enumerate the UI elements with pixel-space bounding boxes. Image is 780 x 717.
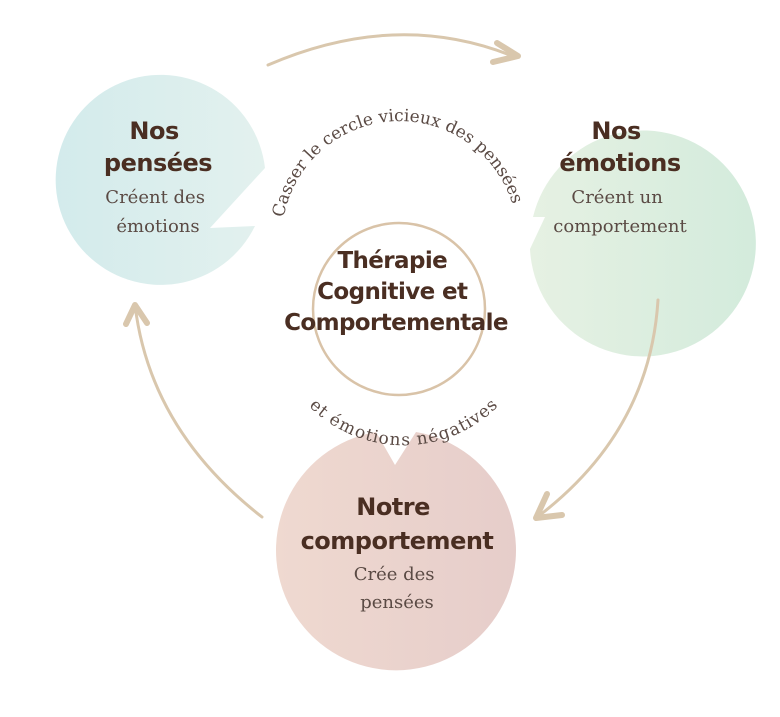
arrow-emotions-to-behavior xyxy=(533,298,660,521)
ring-top-text: Casser le cercle vicieux des pensées xyxy=(269,106,527,219)
node-behavior-bubble xyxy=(276,432,517,671)
svg-text:Nos pensées: Nos pensées xyxy=(104,117,212,177)
node-emotions: Nos émotions Créent un comportement xyxy=(530,117,756,357)
node-thoughts-subtitle-line1: Créent des xyxy=(105,187,205,208)
node-thoughts: Nos pensées Créent des émotions xyxy=(55,74,265,285)
center-ring xyxy=(311,221,487,397)
svg-text:Nos émotions: Nos émotions xyxy=(559,117,681,177)
node-behavior-subtitle-line2: pensées xyxy=(360,592,434,613)
center-title-line2: Cognitive et xyxy=(317,279,468,305)
node-emotions-title-line2: émotions xyxy=(559,149,681,177)
node-behavior-title-line1: Notre xyxy=(356,493,430,521)
node-emotions-bubble xyxy=(530,130,756,357)
node-thoughts-title-line1: Nos xyxy=(129,117,179,145)
svg-text:Crée des pensées: Crée des pensées xyxy=(354,564,441,613)
node-behavior: Notre comportement Crée des pensées xyxy=(276,432,517,671)
ring-bottom-textpath: et émotions négatives xyxy=(305,395,501,450)
node-thoughts-bubble xyxy=(55,74,265,285)
node-emotions-subtitle-line1: Créent un xyxy=(571,187,663,208)
arrow-thoughts-to-emotions xyxy=(266,33,521,67)
node-emotions-subtitle-line2: comportement xyxy=(553,216,687,237)
ring-bottom-text: et émotions négatives xyxy=(305,395,501,450)
ring-top-textpath: Casser le cercle vicieux des pensées xyxy=(269,106,527,219)
svg-text:Créent des émotions: Créent des émotions xyxy=(105,187,210,237)
svg-text:Thérapie Cognitive et: Thérapie Cognitive et Comportementale xyxy=(284,248,508,336)
node-emotions-title-line1: Nos xyxy=(591,117,641,145)
svg-text:Notre comportement: Notre comportement xyxy=(301,493,494,555)
node-thoughts-title-line2: pensées xyxy=(104,149,212,177)
center-badge: Casser le cercle vicieux des pensées et … xyxy=(269,106,527,450)
node-behavior-title-line2: comportement xyxy=(301,527,494,555)
center-title-line3: Comportementale xyxy=(284,310,508,336)
svg-text:Créent un comportement: Créent un comportement xyxy=(553,187,687,237)
node-thoughts-subtitle-line2: émotions xyxy=(116,216,199,237)
node-behavior-subtitle-line1: Crée des xyxy=(354,564,435,585)
center-title-line1: Thérapie xyxy=(337,248,447,274)
arrow-behavior-to-thoughts xyxy=(123,302,264,519)
